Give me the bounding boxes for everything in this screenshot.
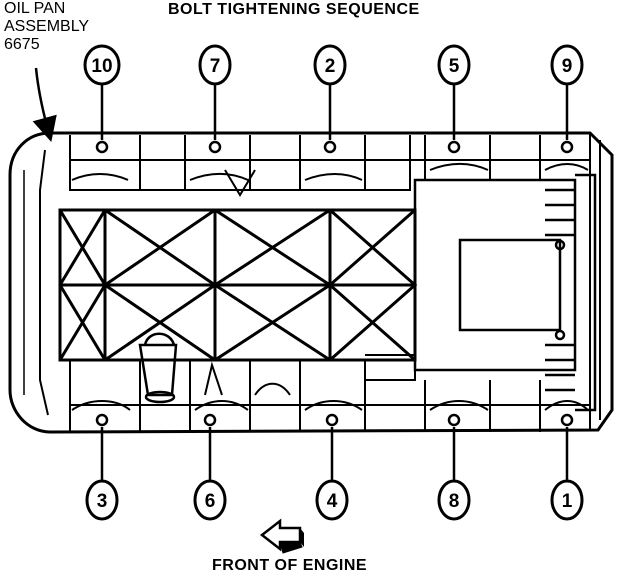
assembly-label-line2: ASSEMBLY bbox=[4, 18, 90, 35]
bolt-hole-8 bbox=[447, 413, 461, 427]
callout-top-number-3: 2 bbox=[325, 56, 336, 77]
bolt-hole-1 bbox=[560, 413, 574, 427]
bolt-hole-9 bbox=[560, 140, 574, 154]
front-direction-arrow bbox=[259, 518, 304, 554]
callout-bottom-1 bbox=[85, 479, 119, 521]
assembly-label-line3: 6675 bbox=[4, 36, 40, 53]
callout-top-1 bbox=[83, 44, 121, 86]
top-callouts bbox=[83, 44, 584, 86]
assembly-label: OIL PAN ASSEMBLY 6675 bbox=[4, 0, 89, 54]
callout-leaders bbox=[100, 84, 569, 482]
callout-bottom-number-5: 1 bbox=[562, 491, 573, 512]
callout-top-number-4: 5 bbox=[449, 56, 460, 77]
diagram-title: BOLT TIGHTENING SEQUENCE bbox=[168, 1, 420, 18]
callout-bottom-3 bbox=[315, 479, 349, 521]
front-of-engine-label: FRONT OF ENGINE bbox=[212, 557, 368, 574]
bolt-hole-5 bbox=[447, 140, 461, 154]
callout-bottom-4 bbox=[437, 479, 471, 521]
callout-top-4 bbox=[437, 44, 471, 86]
callout-bottom-number-3: 4 bbox=[327, 491, 338, 512]
assembly-leader-arrow bbox=[32, 67, 57, 143]
bolt-holes bbox=[95, 140, 574, 427]
callout-bottom-number-1: 3 bbox=[97, 491, 108, 512]
callout-top-number-5: 9 bbox=[562, 56, 573, 77]
pickup-tube bbox=[138, 332, 178, 404]
top-callout-numbers: 10 7 2 5 9 bbox=[91, 56, 572, 77]
rib-grid bbox=[58, 208, 418, 362]
callout-top-number-1: 10 bbox=[91, 56, 112, 77]
callout-bottom-5 bbox=[550, 479, 584, 521]
callout-top-3 bbox=[313, 44, 347, 86]
bolt-hole-6 bbox=[203, 413, 217, 427]
pump-mount bbox=[413, 173, 597, 412]
callout-top-number-2: 7 bbox=[210, 56, 221, 77]
bottom-callout-numbers: 3 6 4 8 1 bbox=[97, 491, 573, 512]
bolt-hole-2 bbox=[323, 140, 337, 154]
bottom-rail bbox=[69, 354, 590, 432]
callout-bottom-2 bbox=[193, 479, 227, 521]
top-rail bbox=[69, 135, 590, 197]
bolt-hole-7 bbox=[208, 140, 222, 154]
bolt-hole-4 bbox=[325, 413, 339, 427]
assembly-label-line1: OIL PAN bbox=[4, 0, 66, 17]
bolt-hole-10 bbox=[95, 140, 109, 154]
callout-top-2 bbox=[198, 44, 232, 86]
callout-bottom-number-4: 8 bbox=[449, 491, 460, 512]
callout-bottom-number-2: 6 bbox=[205, 491, 216, 512]
oil-pan-outline bbox=[8, 131, 614, 434]
bottom-callouts bbox=[85, 479, 584, 521]
callout-top-5 bbox=[550, 44, 584, 86]
bolt-hole-3 bbox=[95, 413, 109, 427]
